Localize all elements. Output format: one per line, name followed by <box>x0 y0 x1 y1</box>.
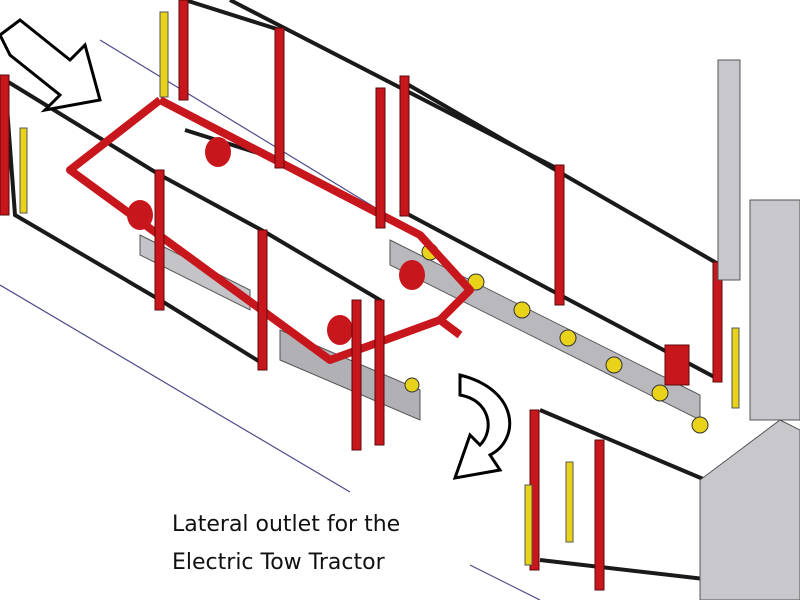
caption-line-1: Lateral outlet for the <box>172 512 401 537</box>
lift-station <box>699 59 800 600</box>
conveyor <box>139 234 709 434</box>
wheels <box>127 137 425 345</box>
light-curtain-sensors <box>19 11 740 566</box>
fence-posts <box>0 0 723 591</box>
outlet-arrow-icon <box>452 373 512 480</box>
tow-cart-frame <box>66 96 474 364</box>
caption-line-2: Electric Tow Tractor <box>172 550 385 575</box>
inbound-arrow-icon <box>0 18 102 113</box>
floor-lines <box>0 39 541 600</box>
